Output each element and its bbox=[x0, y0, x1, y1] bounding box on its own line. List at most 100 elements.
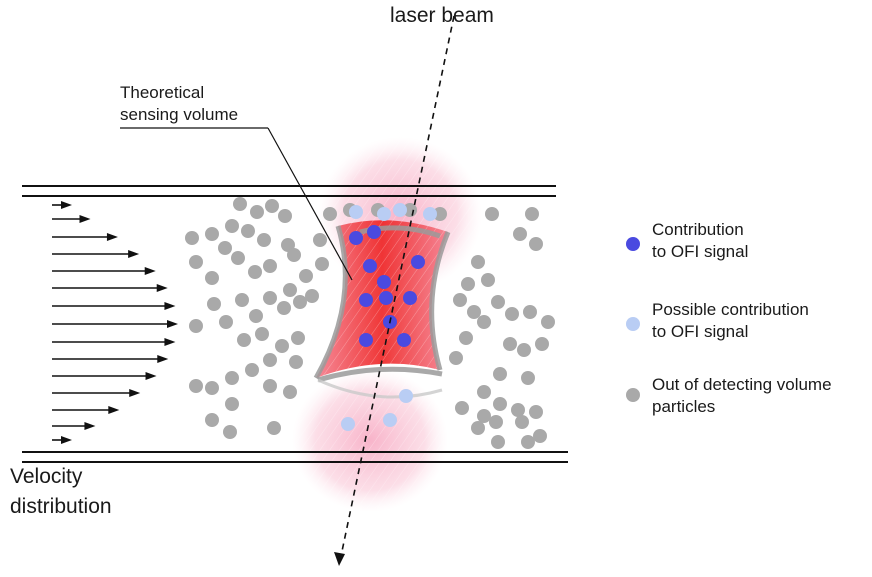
velocity-arrow-head bbox=[144, 267, 156, 275]
particle-grey bbox=[529, 405, 543, 419]
particle-grey bbox=[521, 371, 535, 385]
particle-grey bbox=[489, 415, 503, 429]
velocity-arrow bbox=[52, 355, 169, 363]
particle-grey bbox=[205, 227, 219, 241]
particle-grey bbox=[511, 403, 525, 417]
velocity-arrow bbox=[52, 422, 96, 430]
velocity-arrow bbox=[52, 201, 72, 209]
particle-grey bbox=[283, 283, 297, 297]
particle-contribution bbox=[411, 255, 425, 269]
velocity-arrow bbox=[52, 389, 141, 397]
particle-grey bbox=[403, 203, 417, 217]
particle-grey bbox=[241, 224, 255, 238]
particle-grey bbox=[491, 295, 505, 309]
velocity-arrow-head bbox=[167, 320, 178, 328]
velocity-arrow-head bbox=[128, 250, 140, 258]
particle-grey bbox=[293, 295, 307, 309]
particle-grey bbox=[299, 269, 313, 283]
particle-grey bbox=[291, 331, 305, 345]
particle-grey bbox=[313, 233, 327, 247]
velocity-arrow-head bbox=[164, 338, 176, 346]
legend-text-possible: Possible contribution to OFI signal bbox=[652, 299, 872, 343]
particle-grey bbox=[189, 255, 203, 269]
particle-possible-contribution bbox=[377, 207, 391, 221]
particles-group bbox=[185, 197, 555, 449]
particle-grey bbox=[491, 435, 505, 449]
laser-beam-group bbox=[120, 15, 455, 566]
sensing-volume-bottom-rim bbox=[317, 378, 443, 399]
velocity-label-line2: distribution bbox=[10, 495, 112, 518]
particle-grey bbox=[225, 219, 239, 233]
particle-possible-contribution bbox=[423, 207, 437, 221]
particle-possible-contribution bbox=[349, 205, 363, 219]
legend-possible-line2: to OFI signal bbox=[652, 322, 749, 341]
particle-grey bbox=[503, 337, 517, 351]
legend-text-contribution: Contribution to OFI signal bbox=[652, 219, 872, 263]
legend-out-line2: particles bbox=[652, 397, 716, 416]
laser-beam-label: laser beam bbox=[390, 4, 494, 27]
particle-grey bbox=[505, 307, 519, 321]
particle-contribution bbox=[363, 259, 377, 273]
particle-grey bbox=[237, 333, 251, 347]
particle-contribution bbox=[379, 291, 393, 305]
velocity-arrow bbox=[52, 284, 168, 292]
particle-grey bbox=[218, 241, 232, 255]
particle-grey bbox=[471, 255, 485, 269]
particle-contribution bbox=[359, 333, 373, 347]
particle-grey bbox=[205, 413, 219, 427]
theoretical-label-line2: sensing volume bbox=[120, 105, 239, 124]
particle-grey bbox=[245, 363, 259, 377]
particle-grey bbox=[477, 409, 491, 423]
particle-grey bbox=[467, 305, 481, 319]
particle-contribution bbox=[349, 231, 363, 245]
particle-grey bbox=[477, 315, 491, 329]
particle-grey bbox=[278, 209, 292, 223]
laser-beam-arrowhead bbox=[334, 552, 345, 566]
particle-grey bbox=[513, 227, 527, 241]
velocity-arrow-head bbox=[164, 302, 176, 310]
particle-grey bbox=[517, 343, 531, 357]
particle-possible-contribution bbox=[399, 389, 413, 403]
particle-grey bbox=[493, 397, 507, 411]
particle-grey bbox=[525, 207, 539, 221]
particle-grey bbox=[529, 237, 543, 251]
particle-grey bbox=[267, 421, 281, 435]
particle-grey bbox=[521, 435, 535, 449]
velocity-arrow bbox=[52, 233, 118, 241]
sensing-volume-left-edge bbox=[313, 225, 348, 380]
velocity-arrow-head bbox=[157, 355, 169, 363]
particle-grey bbox=[459, 331, 473, 345]
particle-grey bbox=[315, 257, 329, 271]
particle-grey bbox=[185, 231, 199, 245]
velocity-arrow bbox=[52, 267, 156, 275]
particle-grey bbox=[493, 367, 507, 381]
particle-grey bbox=[449, 351, 463, 365]
particle-grey bbox=[248, 265, 262, 279]
particle-grey bbox=[263, 291, 277, 305]
channel-walls-group bbox=[22, 185, 568, 463]
velocity-arrow-head bbox=[129, 389, 141, 397]
particle-grey bbox=[481, 273, 495, 287]
velocity-arrow bbox=[52, 320, 178, 328]
velocity-distribution-label: Velocity distribution bbox=[10, 462, 170, 522]
velocity-arrow-head bbox=[106, 233, 118, 241]
theoretical-label-line1: Theoretical bbox=[120, 83, 205, 102]
particle-grey bbox=[289, 355, 303, 369]
particle-grey bbox=[455, 401, 469, 415]
velocity-label-line1: Velocity bbox=[10, 465, 83, 488]
particle-contribution bbox=[377, 275, 391, 289]
particle-grey bbox=[255, 327, 269, 341]
particle-possible-contribution bbox=[383, 413, 397, 427]
particle-grey bbox=[257, 233, 271, 247]
theoretical-leader-line bbox=[267, 127, 353, 281]
particle-grey bbox=[471, 421, 485, 435]
velocity-arrow bbox=[52, 250, 140, 258]
particle-grey bbox=[461, 277, 475, 291]
velocity-arrow bbox=[52, 372, 157, 380]
theoretical-sensing-volume-label: Theoretical sensing volume bbox=[120, 82, 290, 126]
particle-grey bbox=[323, 207, 337, 221]
velocity-arrows-group bbox=[52, 201, 178, 444]
particle-grey bbox=[275, 339, 289, 353]
particle-grey bbox=[263, 379, 277, 393]
